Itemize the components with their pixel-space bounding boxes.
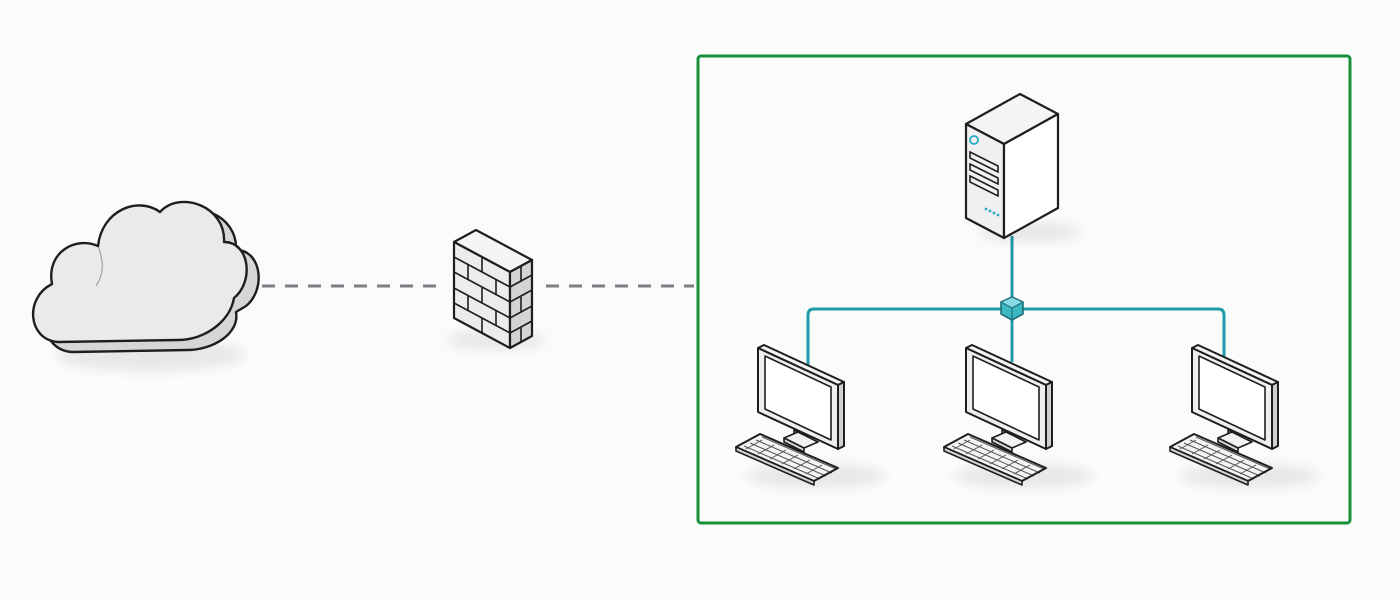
lan-links (806, 236, 1226, 372)
link-switch-pc-1 (806, 307, 1012, 372)
desktop-computer-icon (1169, 344, 1320, 488)
lan-boundary (696, 54, 1352, 525)
workstation-pc-2 (943, 344, 1094, 488)
firewall-node (446, 228, 546, 350)
workstation-pc-3 (1169, 344, 1320, 488)
server-node (964, 92, 1082, 242)
link-switch-pc-3 (1012, 307, 1226, 358)
server-tower-icon (964, 92, 1082, 242)
switch-icon (1000, 296, 1024, 321)
desktop-computer-icon (943, 344, 1094, 488)
brick-wall-icon (446, 228, 546, 350)
desktop-computer-icon (735, 344, 886, 488)
workstation-pc-1 (735, 344, 886, 488)
cloud-icon (31, 200, 260, 371)
